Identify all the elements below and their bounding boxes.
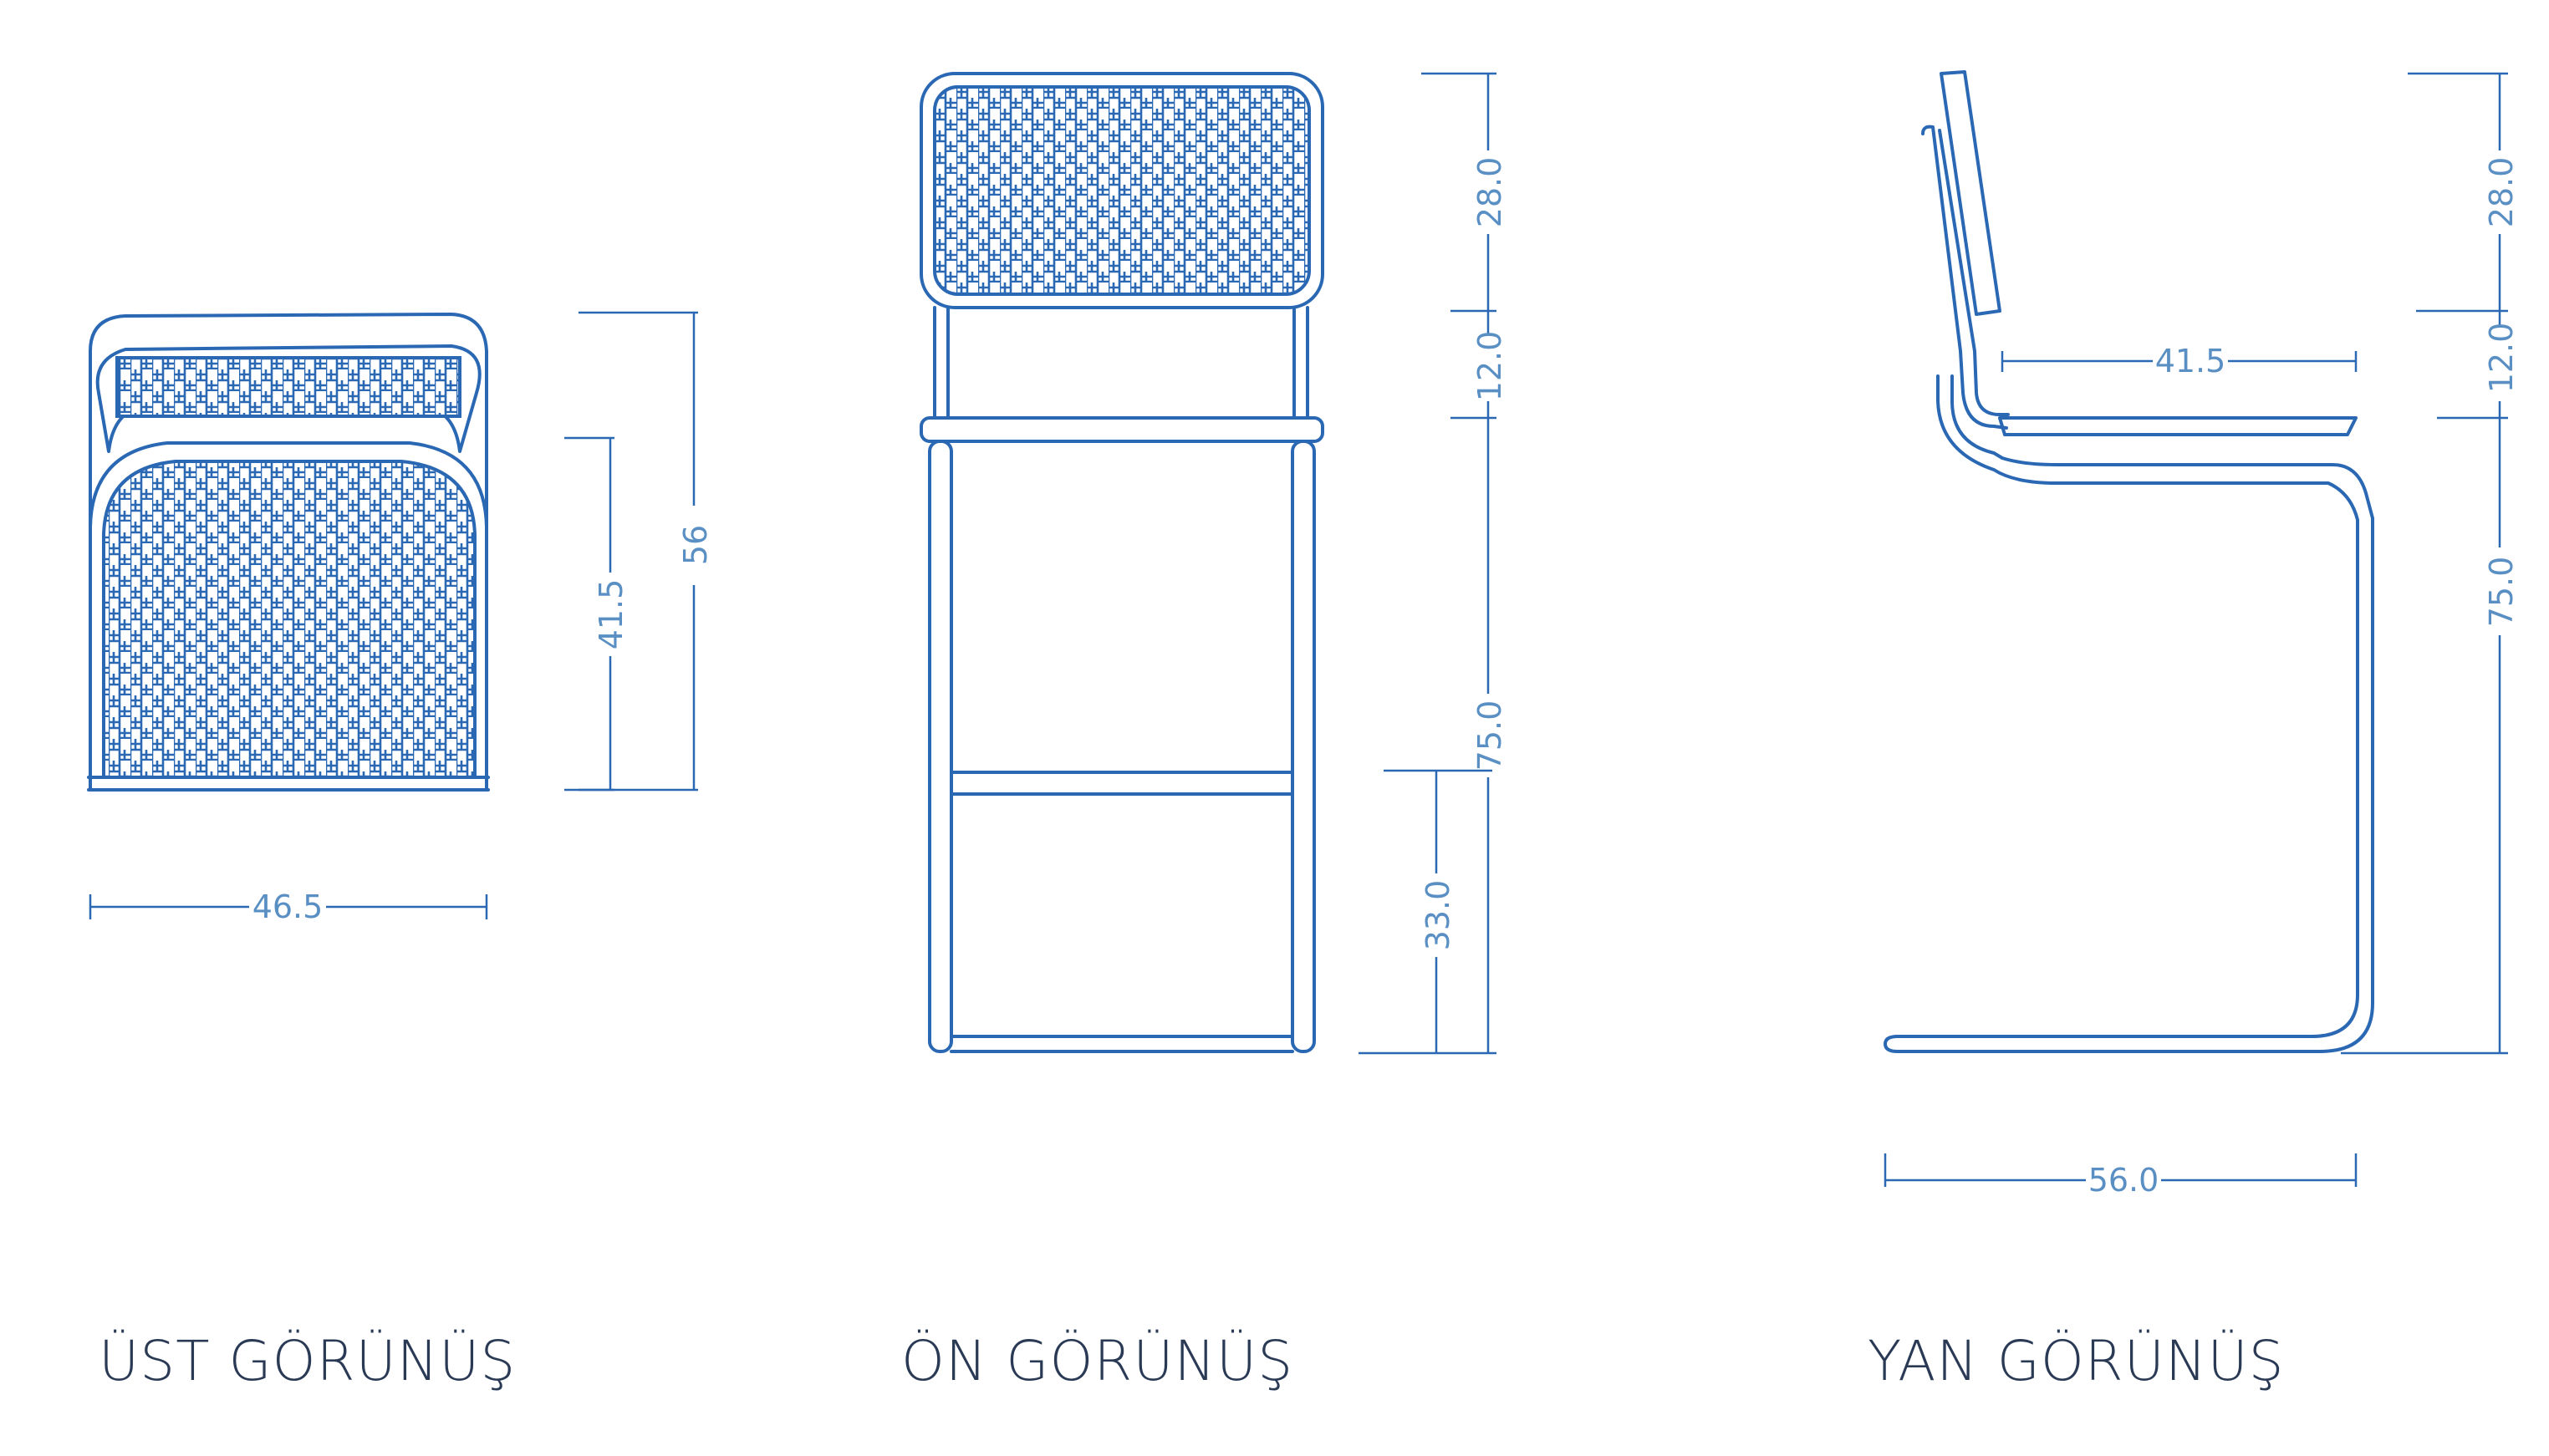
side-dim-depth: 56.0 — [2088, 1162, 2159, 1199]
front-leg-right — [1291, 440, 1316, 1053]
top-view-caption: ÜST GÖRÜNÜŞ — [99, 1329, 517, 1393]
front-back-posts — [933, 306, 1309, 420]
side-dim-lines — [1884, 72, 2508, 1187]
side-frame-tube — [1884, 374, 2374, 1053]
front-backrest-frame — [920, 72, 1324, 309]
front-dim-footrest: 33.0 — [1420, 880, 1456, 951]
front-dim-seat-height: 75.0 — [1471, 700, 1508, 771]
side-view-caption: YAN GÖRÜNÜŞ — [1868, 1329, 2285, 1393]
side-backrest-tube — [1921, 125, 2010, 430]
side-dim-seat-height: 75.0 — [2483, 557, 2520, 628]
side-view: 28.0 12.0 75.0 41.5 56.0 — [1884, 70, 2520, 1199]
front-view: 28.0 12.0 75.0 33.0 — [920, 72, 1508, 1055]
front-dim-gap: 12.0 — [1471, 331, 1508, 402]
top-dim-total-depth: 56 — [677, 525, 714, 565]
side-dim-gap: 12.0 — [2483, 323, 2520, 394]
top-dim-width-line — [89, 894, 488, 919]
front-footrest — [950, 771, 1294, 796]
top-dim-seat-depth: 41.5 — [593, 579, 630, 650]
side-dim-backrest: 28.0 — [2483, 157, 2520, 228]
front-seat — [920, 416, 1324, 443]
side-seat — [1998, 416, 2358, 436]
front-base-bar — [950, 1035, 1294, 1053]
top-seat-frame — [89, 441, 488, 779]
top-dim-width: 46.5 — [252, 888, 324, 925]
front-leg-left — [928, 440, 953, 1053]
front-dim-backrest: 28.0 — [1471, 157, 1508, 228]
front-dim-lines — [1359, 72, 1496, 1055]
top-seat-cane — [102, 460, 477, 779]
front-view-caption: ÖN GÖRÜNÜŞ — [901, 1329, 1294, 1393]
top-frame-base — [87, 776, 490, 792]
top-backrest-cane — [115, 356, 461, 418]
side-backrest-panel — [1940, 70, 2001, 316]
top-frame-outline — [89, 313, 488, 792]
top-view: 46.5 41.5 56 — [87, 311, 714, 925]
side-dim-seat-depth: 41.5 — [2155, 343, 2226, 379]
top-dim-total-depth-line — [579, 311, 698, 792]
front-backrest-cane — [933, 85, 1311, 296]
